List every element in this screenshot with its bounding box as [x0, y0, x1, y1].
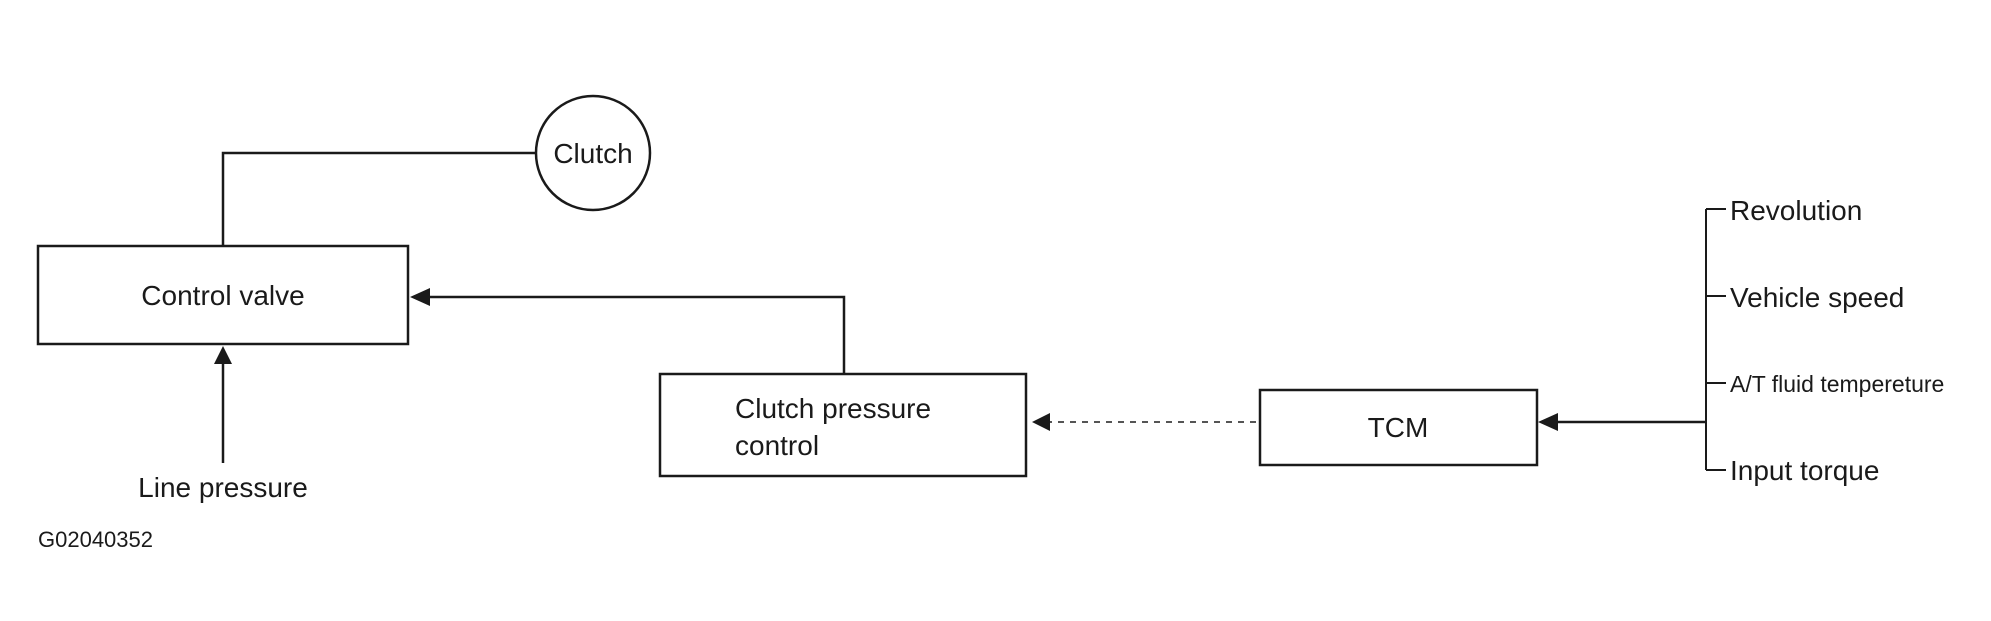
line-pressure-label: Line pressure — [138, 472, 308, 503]
pressure-control-to-valve-line — [428, 295, 846, 374]
tcm-label: TCM — [1368, 412, 1429, 443]
valve-to-clutch-line — [221, 151, 536, 246]
input-revolution: Revolution — [1730, 195, 1862, 226]
input-vehicle-speed: Vehicle speed — [1730, 282, 1904, 313]
tcm-box — [1258, 388, 1539, 467]
input-torque: Input torque — [1730, 455, 1879, 486]
clutch-pressure-control-label-1: Clutch pressure — [735, 393, 931, 424]
clutch-pressure-control-box — [658, 372, 1028, 478]
clutch-pressure-control-label-2: control — [735, 430, 819, 461]
pressure-control-arrowhead — [410, 288, 430, 306]
line-pressure-arrowhead — [214, 346, 232, 364]
control-valve-box — [36, 244, 410, 346]
figure-id: G02040352 — [38, 527, 153, 552]
clutch-label: Clutch — [553, 138, 632, 169]
control-valve-label: Control valve — [141, 280, 304, 311]
tcm-signal-arrowhead — [1032, 413, 1050, 431]
inputs-arrowhead — [1538, 413, 1558, 431]
input-fluid-temperature: A/T fluid tempereture — [1730, 371, 1944, 397]
